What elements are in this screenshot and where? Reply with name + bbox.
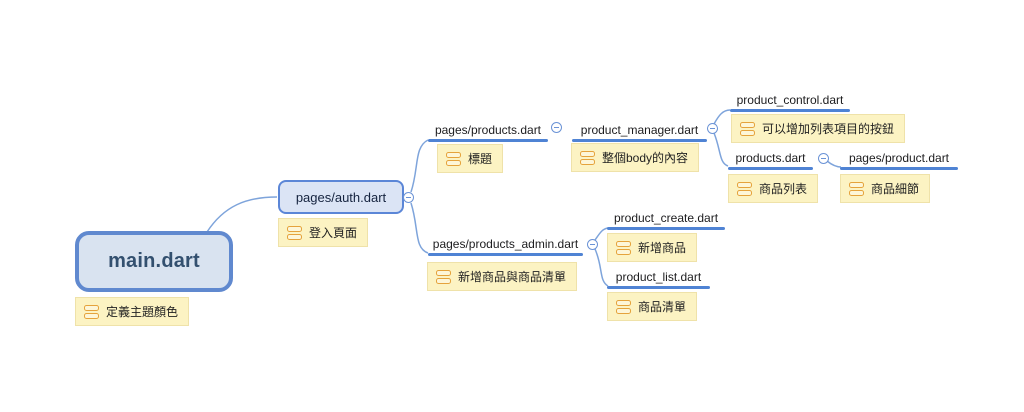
notes-icon [84, 304, 99, 319]
note-text: 商品列表 [759, 182, 808, 196]
node-pages-products-admin-dart[interactable]: pages/products_admin.dart [428, 237, 583, 256]
connector-admin-list [594, 248, 609, 287]
note-text: 新增商品 [638, 241, 687, 255]
topic-underline [730, 109, 850, 112]
connector-manager-products-dart [713, 132, 729, 167]
minus-icon [710, 127, 715, 130]
node-pages-products-admin-dart-label: pages/products_admin.dart [432, 237, 579, 251]
notes-icon [580, 150, 595, 165]
note-text: 商品清單 [638, 300, 687, 314]
connector-admin-create [594, 227, 609, 241]
collapse-button-pages-auth-dart[interactable] [403, 192, 414, 203]
note-products-dart[interactable]: 商品列表 [728, 174, 819, 203]
minus-icon [590, 243, 595, 246]
notes-icon [446, 151, 461, 166]
connector-products-dart-pages-product [826, 160, 842, 168]
node-product-list-dart-label: product_list.dart [615, 270, 702, 284]
note-text: 登入頁面 [309, 226, 358, 240]
note-text: 定義主題顏色 [106, 305, 179, 319]
connector-auth-products [410, 139, 429, 193]
node-pages-auth-dart[interactable]: pages/auth.dart [278, 180, 404, 214]
note-text: 新增商品與商品清單 [458, 270, 567, 284]
connector-manager-control [713, 109, 731, 125]
node-pages-product-dart-label: pages/product.dart [848, 151, 950, 165]
node-product-manager-dart[interactable]: product_manager.dart [572, 123, 707, 142]
notes-icon [740, 121, 755, 136]
node-product-manager-dart-label: product_manager.dart [580, 123, 699, 137]
note-main-dart[interactable]: 定義主題顏色 [75, 297, 190, 326]
note-text: 可以增加列表項目的按鈕 [762, 122, 895, 136]
node-product-control-dart[interactable]: product_control.dart [730, 93, 850, 112]
topic-underline [607, 227, 725, 230]
collapse-button-product-manager-dart[interactable] [707, 123, 718, 134]
node-product-create-dart-label: product_create.dart [613, 211, 719, 225]
note-text: 商品細節 [871, 182, 920, 196]
notes-icon [737, 181, 752, 196]
node-pages-products-dart[interactable]: pages/products.dart [428, 123, 548, 142]
node-product-list-dart[interactable]: product_list.dart [607, 270, 710, 289]
notes-icon [287, 225, 302, 240]
notes-icon [436, 269, 451, 284]
note-pages-auth-dart[interactable]: 登入頁面 [278, 218, 369, 247]
minus-icon [406, 196, 411, 199]
node-products-dart-label: products.dart [735, 151, 806, 165]
notes-icon [849, 181, 864, 196]
topic-underline [428, 139, 548, 142]
topic-underline [728, 167, 813, 170]
note-text: 整個body的內容 [602, 151, 689, 165]
collapse-button-pages-products-dart[interactable] [551, 122, 562, 133]
notes-icon [616, 240, 631, 255]
node-product-control-dart-label: product_control.dart [736, 93, 844, 107]
node-main-dart-label: main.dart [108, 250, 200, 272]
note-product-list-dart[interactable]: 商品清單 [607, 292, 698, 321]
collapse-button-products-dart[interactable] [818, 153, 829, 164]
connector-main-auth [206, 196, 278, 233]
note-product-create-dart[interactable]: 新增商品 [607, 233, 698, 262]
notes-icon [616, 299, 631, 314]
node-product-create-dart[interactable]: product_create.dart [607, 211, 725, 230]
topic-underline [572, 139, 707, 142]
note-pages-products-admin-dart[interactable]: 新增商品與商品清單 [427, 262, 578, 291]
node-pages-auth-dart-label: pages/auth.dart [295, 189, 387, 205]
note-pages-products-dart[interactable]: 標題 [437, 144, 504, 173]
collapse-button-pages-products-admin-dart[interactable] [587, 239, 598, 250]
node-main-dart[interactable]: main.dart [75, 231, 233, 292]
note-text: 標題 [468, 152, 493, 166]
note-product-manager-dart[interactable]: 整個body的內容 [571, 143, 700, 172]
topic-underline [840, 167, 958, 170]
minus-icon [554, 126, 559, 129]
minus-icon [821, 157, 826, 160]
node-products-dart[interactable]: products.dart [728, 151, 813, 170]
note-product-control-dart[interactable]: 可以增加列表項目的按鈕 [731, 114, 906, 143]
note-pages-product-dart[interactable]: 商品細節 [840, 174, 931, 203]
topic-underline [607, 286, 710, 289]
topic-underline [428, 253, 583, 256]
node-pages-product-dart[interactable]: pages/product.dart [840, 151, 958, 170]
node-pages-products-dart-label: pages/products.dart [434, 123, 542, 137]
connector-auth-products-admin [410, 202, 429, 254]
